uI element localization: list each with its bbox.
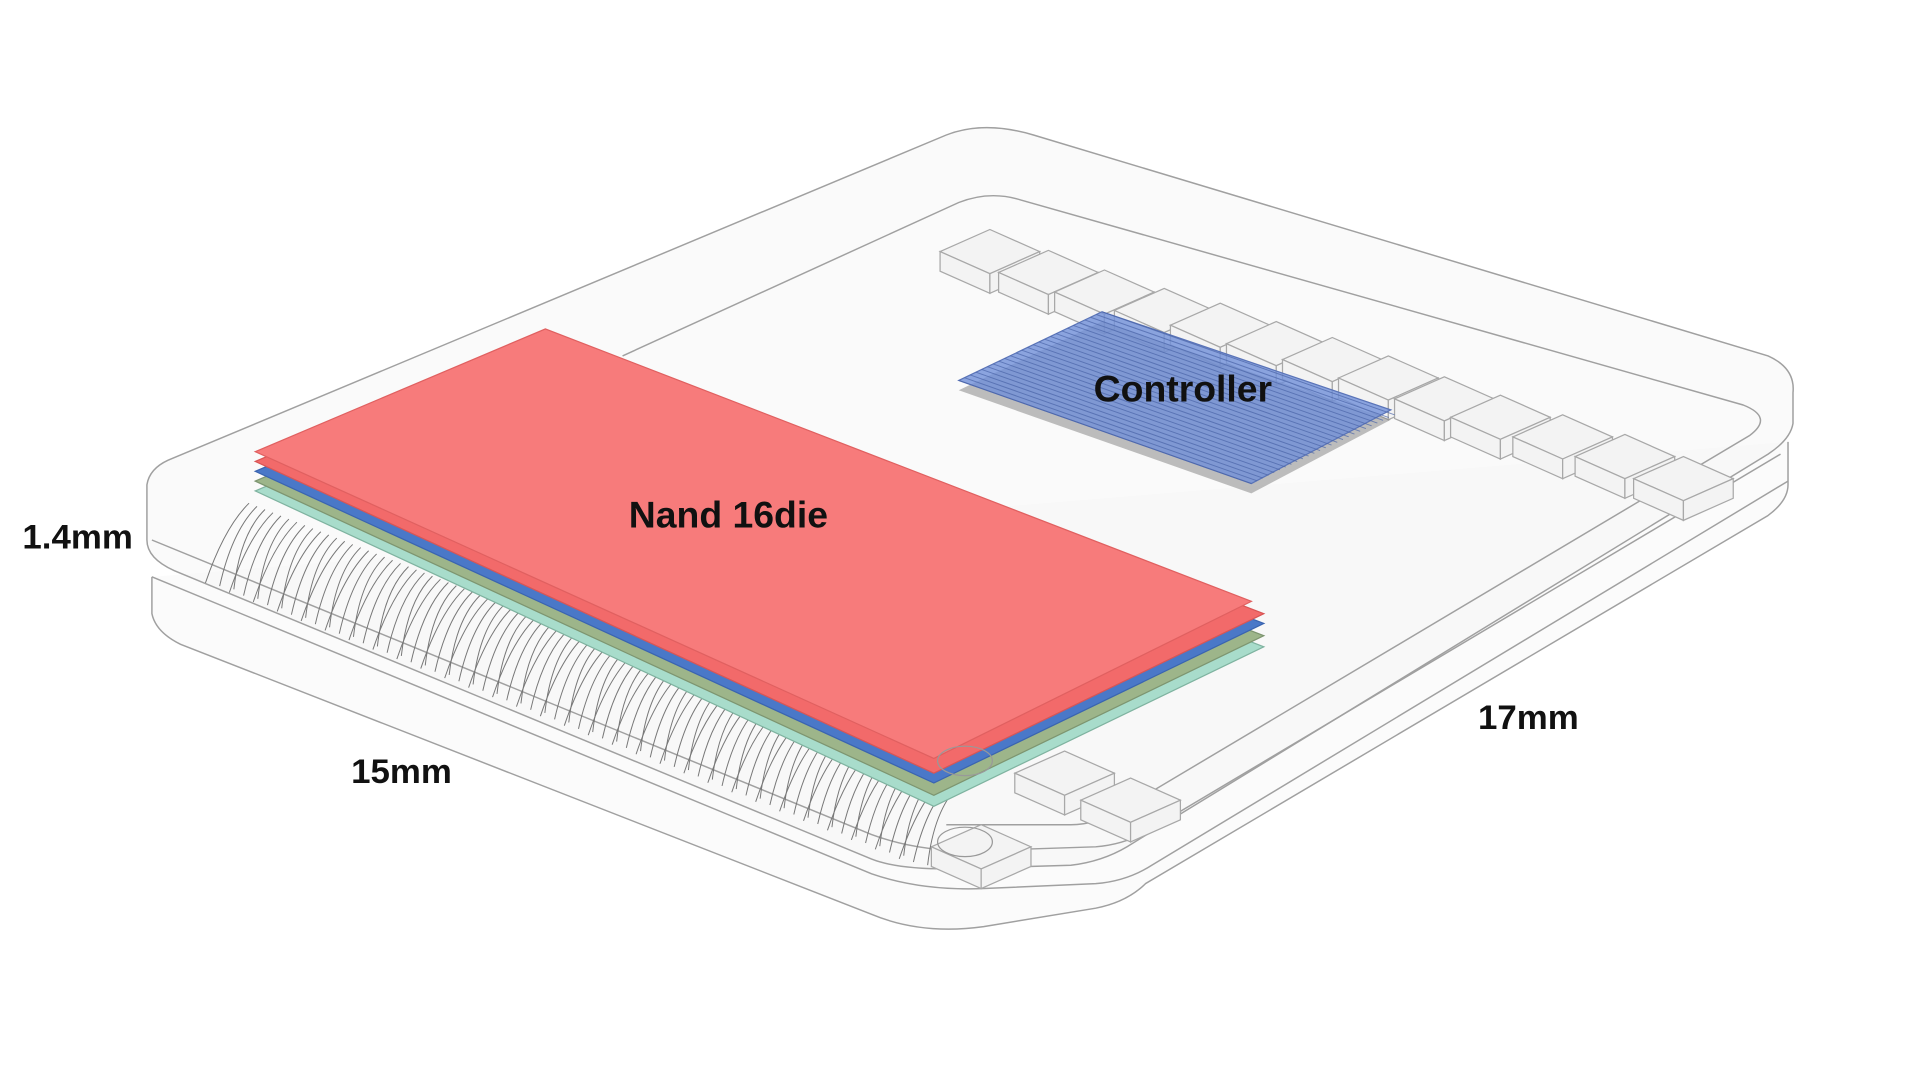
bond-wire	[472, 604, 505, 685]
controller-ball-row	[975, 371, 1269, 476]
nand-stack	[253, 328, 1266, 807]
bond-wire	[468, 607, 513, 688]
corner-pin-lower	[936, 826, 993, 858]
bond-wire	[329, 547, 362, 628]
bond-wire	[204, 502, 250, 584]
controller-ball-row	[1027, 347, 1321, 452]
controller-ball-row	[1038, 341, 1332, 446]
bond-wire	[276, 531, 322, 612]
controller-chip	[957, 311, 1395, 494]
length-dimension: 17mm	[1478, 699, 1579, 737]
bond-wire	[233, 509, 266, 590]
controller-label: Controller	[1094, 368, 1272, 410]
bond-wire	[530, 629, 569, 710]
nand-top-die	[253, 328, 1253, 760]
bond-wire	[352, 556, 385, 637]
corner-pin	[936, 745, 993, 777]
bond-wire	[410, 582, 449, 663]
bond-wire	[281, 528, 314, 609]
bond-wire	[420, 588, 465, 669]
bond-wire	[520, 623, 553, 704]
controller-ball-row	[1010, 355, 1304, 460]
bond-wire	[424, 585, 457, 666]
bond-wire	[267, 525, 306, 606]
bond-wire	[515, 626, 561, 707]
bond-wire	[348, 559, 393, 641]
bond-wire	[376, 566, 409, 647]
controller-ball-row	[987, 366, 1281, 471]
width-dimension: 15mm	[351, 753, 452, 791]
controller-ball-row	[1050, 336, 1344, 441]
controller-ball-row	[1084, 319, 1378, 424]
bond-wire	[314, 544, 354, 625]
bond-wire	[444, 597, 489, 679]
controller-ball-row	[1078, 322, 1372, 427]
controller-ball-row	[1090, 316, 1384, 421]
thickness-dimension: 1.4mm	[22, 519, 132, 557]
controller-ball-row	[992, 363, 1286, 468]
bond-wire	[396, 578, 441, 660]
controller-ball-row	[1101, 311, 1395, 416]
controller-ball-row	[1015, 352, 1309, 457]
capacitor	[1079, 777, 1182, 843]
bond-wire	[544, 632, 577, 714]
controller-ball-row	[981, 368, 1275, 474]
bond-wire	[324, 550, 369, 631]
nand-label: Nand 16die	[629, 494, 828, 536]
bond-wire	[492, 617, 537, 698]
bond-wire	[228, 512, 274, 593]
bond-wire	[400, 575, 433, 656]
controller-ball-row	[1067, 327, 1361, 432]
bond-wire	[338, 553, 377, 634]
bond-wire	[386, 572, 425, 653]
bond-wire	[434, 591, 473, 672]
controller-ball-row	[1055, 333, 1349, 438]
bond-wire	[482, 610, 521, 691]
bond-wire	[219, 506, 258, 587]
bond-wire	[305, 537, 338, 618]
controller-ball-row	[1044, 338, 1338, 443]
bond-wire	[300, 540, 346, 622]
controller-ball-row	[998, 360, 1292, 465]
controller-ball-row	[1073, 325, 1367, 430]
capacitor	[1632, 455, 1735, 522]
package-side-line-2	[151, 480, 1789, 890]
controller-ball-row	[1021, 349, 1315, 454]
controller-ball-row	[1061, 330, 1355, 435]
bond-wire	[506, 620, 545, 701]
bond-wire	[243, 515, 282, 596]
controller-ball-row	[1004, 357, 1298, 463]
bond-wire	[362, 563, 401, 644]
capacitor	[1013, 750, 1116, 816]
bond-wire	[448, 594, 481, 675]
controller-ball-row	[1033, 344, 1326, 449]
bond-wire	[257, 518, 290, 599]
controller-ball-row	[958, 379, 1252, 485]
bond-wire	[496, 613, 529, 695]
bond-wire	[372, 569, 417, 650]
bond-wire	[458, 601, 497, 682]
capacitor	[929, 824, 1033, 890]
controller-ball-row	[1096, 314, 1389, 419]
controller-ball-row	[970, 374, 1263, 479]
controller-ball-row	[964, 377, 1258, 482]
bond-wire	[252, 521, 298, 603]
bond-wire	[290, 534, 330, 615]
